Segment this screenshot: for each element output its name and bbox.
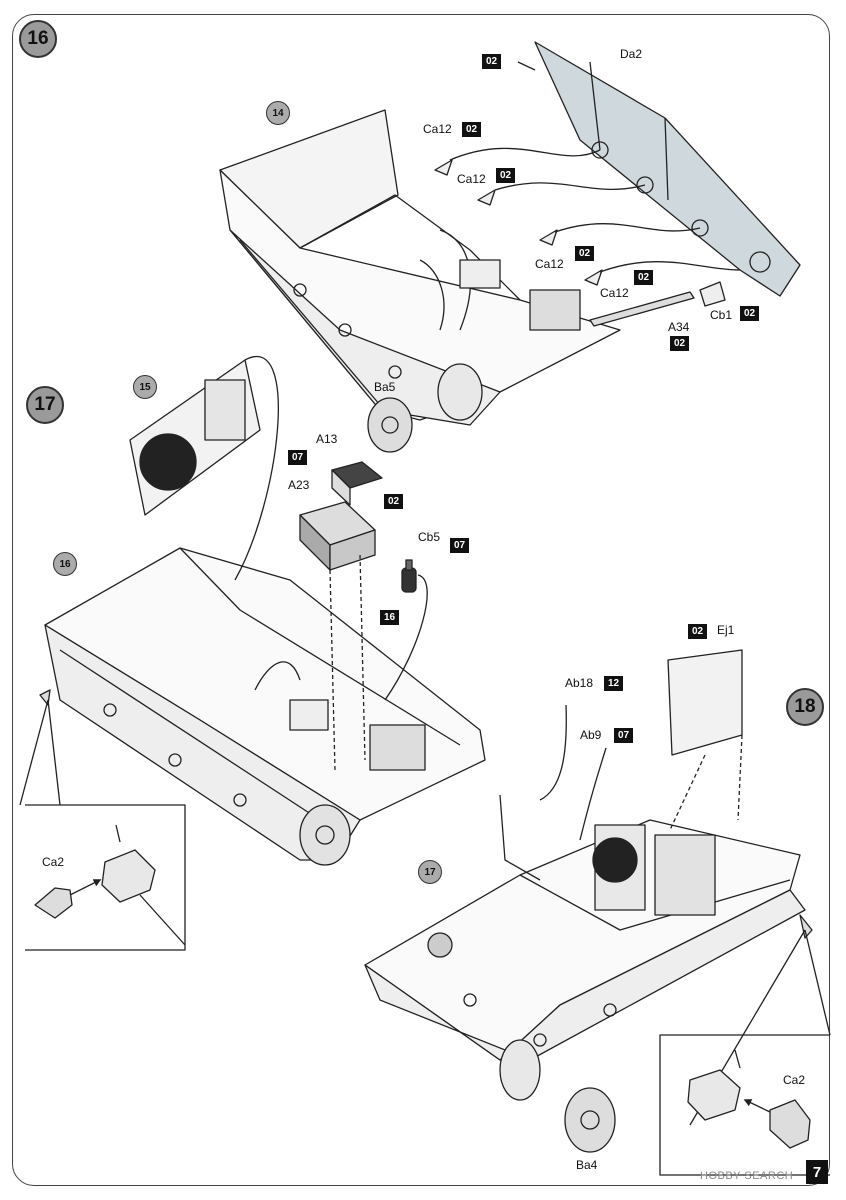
tag-a34: 02 <box>670 336 690 351</box>
label-ca12-d: Ca12 <box>600 286 629 300</box>
tag-ca12-a: 02 <box>462 122 482 137</box>
detail-ca2-left <box>34 824 186 946</box>
page-frame <box>12 14 830 1186</box>
radiator-15 <box>129 359 261 516</box>
label-cb5: Cb5 <box>418 530 441 544</box>
battery-a23 <box>299 501 376 571</box>
step-number-18: 18 <box>786 688 824 726</box>
label-ca12-a: Ca12 <box>423 122 452 136</box>
label-ca12-b: Ca12 <box>457 172 486 186</box>
tag-ab18: 12 <box>604 676 624 691</box>
label-ab18: Ab18 <box>565 676 594 690</box>
ref-step-16: 16 <box>53 552 77 576</box>
tag-ej1: 02 <box>688 624 708 639</box>
tag-cb5: 07 <box>450 538 470 553</box>
tag-da2: 02 <box>482 54 502 69</box>
ref-step-15: 15 <box>133 375 157 399</box>
page-number: 7 <box>806 1160 828 1184</box>
tag-ca12-c: 02 <box>575 246 595 261</box>
label-ca2-left: Ca2 <box>42 855 65 869</box>
tag-cb1: 02 <box>740 306 760 321</box>
hull-step18 <box>364 704 813 1153</box>
label-cb1: Cb1 <box>710 308 733 322</box>
label-a34: A34 <box>668 320 690 334</box>
watermark: HOBBY SEARCH <box>700 1170 794 1182</box>
label-a23: A23 <box>288 478 310 492</box>
tag-ca12-d: 02 <box>634 270 654 285</box>
ref-step-17: 17 <box>418 860 442 884</box>
tag-cb5-step16: 16 <box>380 610 400 625</box>
bottle-cb5 <box>401 559 417 593</box>
tag-a23: 02 <box>384 494 404 509</box>
label-ej1: Ej1 <box>717 623 735 637</box>
panel-da2 <box>534 41 801 297</box>
hull-step16 <box>219 109 695 453</box>
label-ba5: Ba5 <box>374 380 396 394</box>
label-ab9: Ab9 <box>580 728 602 742</box>
label-ca2-right: Ca2 <box>783 1073 806 1087</box>
step-number-16: 16 <box>19 20 57 58</box>
label-ba4: Ba4 <box>576 1158 598 1172</box>
step-number-17: 17 <box>26 386 64 424</box>
ref-step-14: 14 <box>266 101 290 125</box>
tag-a13: 07 <box>288 450 308 465</box>
detail-ca2-right <box>687 1049 811 1149</box>
cap-a13 <box>331 461 383 506</box>
tag-ca12-b: 02 <box>496 168 516 183</box>
label-da2: Da2 <box>620 47 643 61</box>
panel-ej1 <box>667 649 743 756</box>
label-a13: A13 <box>316 432 338 446</box>
tag-ab9: 07 <box>614 728 634 743</box>
label-ca12-c: Ca12 <box>535 257 564 271</box>
hull-step17 <box>39 547 486 866</box>
